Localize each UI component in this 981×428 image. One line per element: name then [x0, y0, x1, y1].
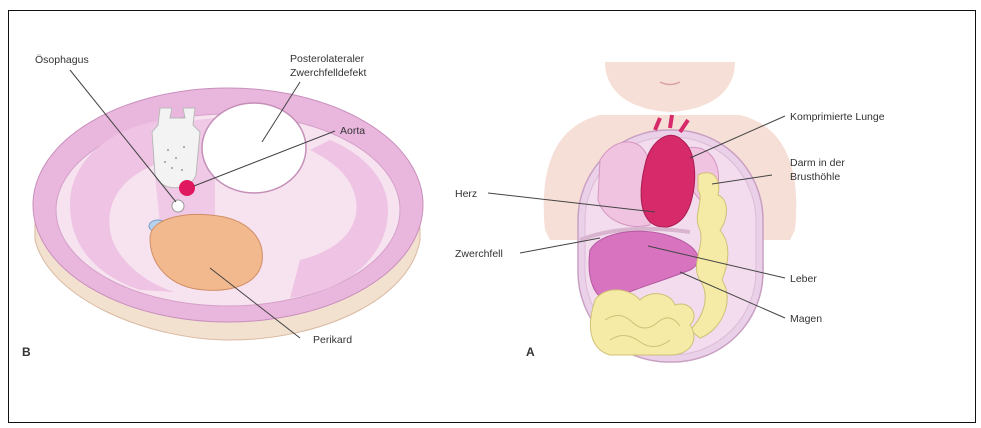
label-diaphragm: Zwerchfell	[455, 248, 503, 260]
panel-b-cross-section: Ösophagus Posterolateraler Zwerchfelldef…	[22, 53, 423, 359]
panel-letter-a: A	[526, 345, 535, 359]
label-defect-line2: Zwerchfelldefekt	[290, 67, 367, 79]
label-heart: Herz	[455, 188, 477, 200]
label-aorta: Aorta	[340, 125, 365, 137]
label-stomach: Magen	[790, 313, 822, 325]
label-bowel-line2: Brusthöhle	[790, 171, 840, 183]
panel-a-torso: Komprimierte Lunge Darm in der Brusthöhl…	[455, 62, 885, 362]
label-lung: Komprimierte Lunge	[790, 111, 885, 123]
label-liver: Leber	[790, 273, 817, 285]
label-defect-line1: Posterolateraler	[290, 53, 365, 65]
infant-head	[605, 62, 735, 112]
panel-letter-b: B	[22, 345, 31, 359]
label-bowel-line1: Darm in der	[790, 157, 845, 169]
aorta-vessel	[179, 180, 195, 196]
oesophagus-vessel	[172, 200, 184, 212]
label-pericardium: Perikard	[313, 334, 352, 346]
vertebra	[152, 108, 200, 188]
label-oesophagus: Ösophagus	[35, 54, 89, 66]
